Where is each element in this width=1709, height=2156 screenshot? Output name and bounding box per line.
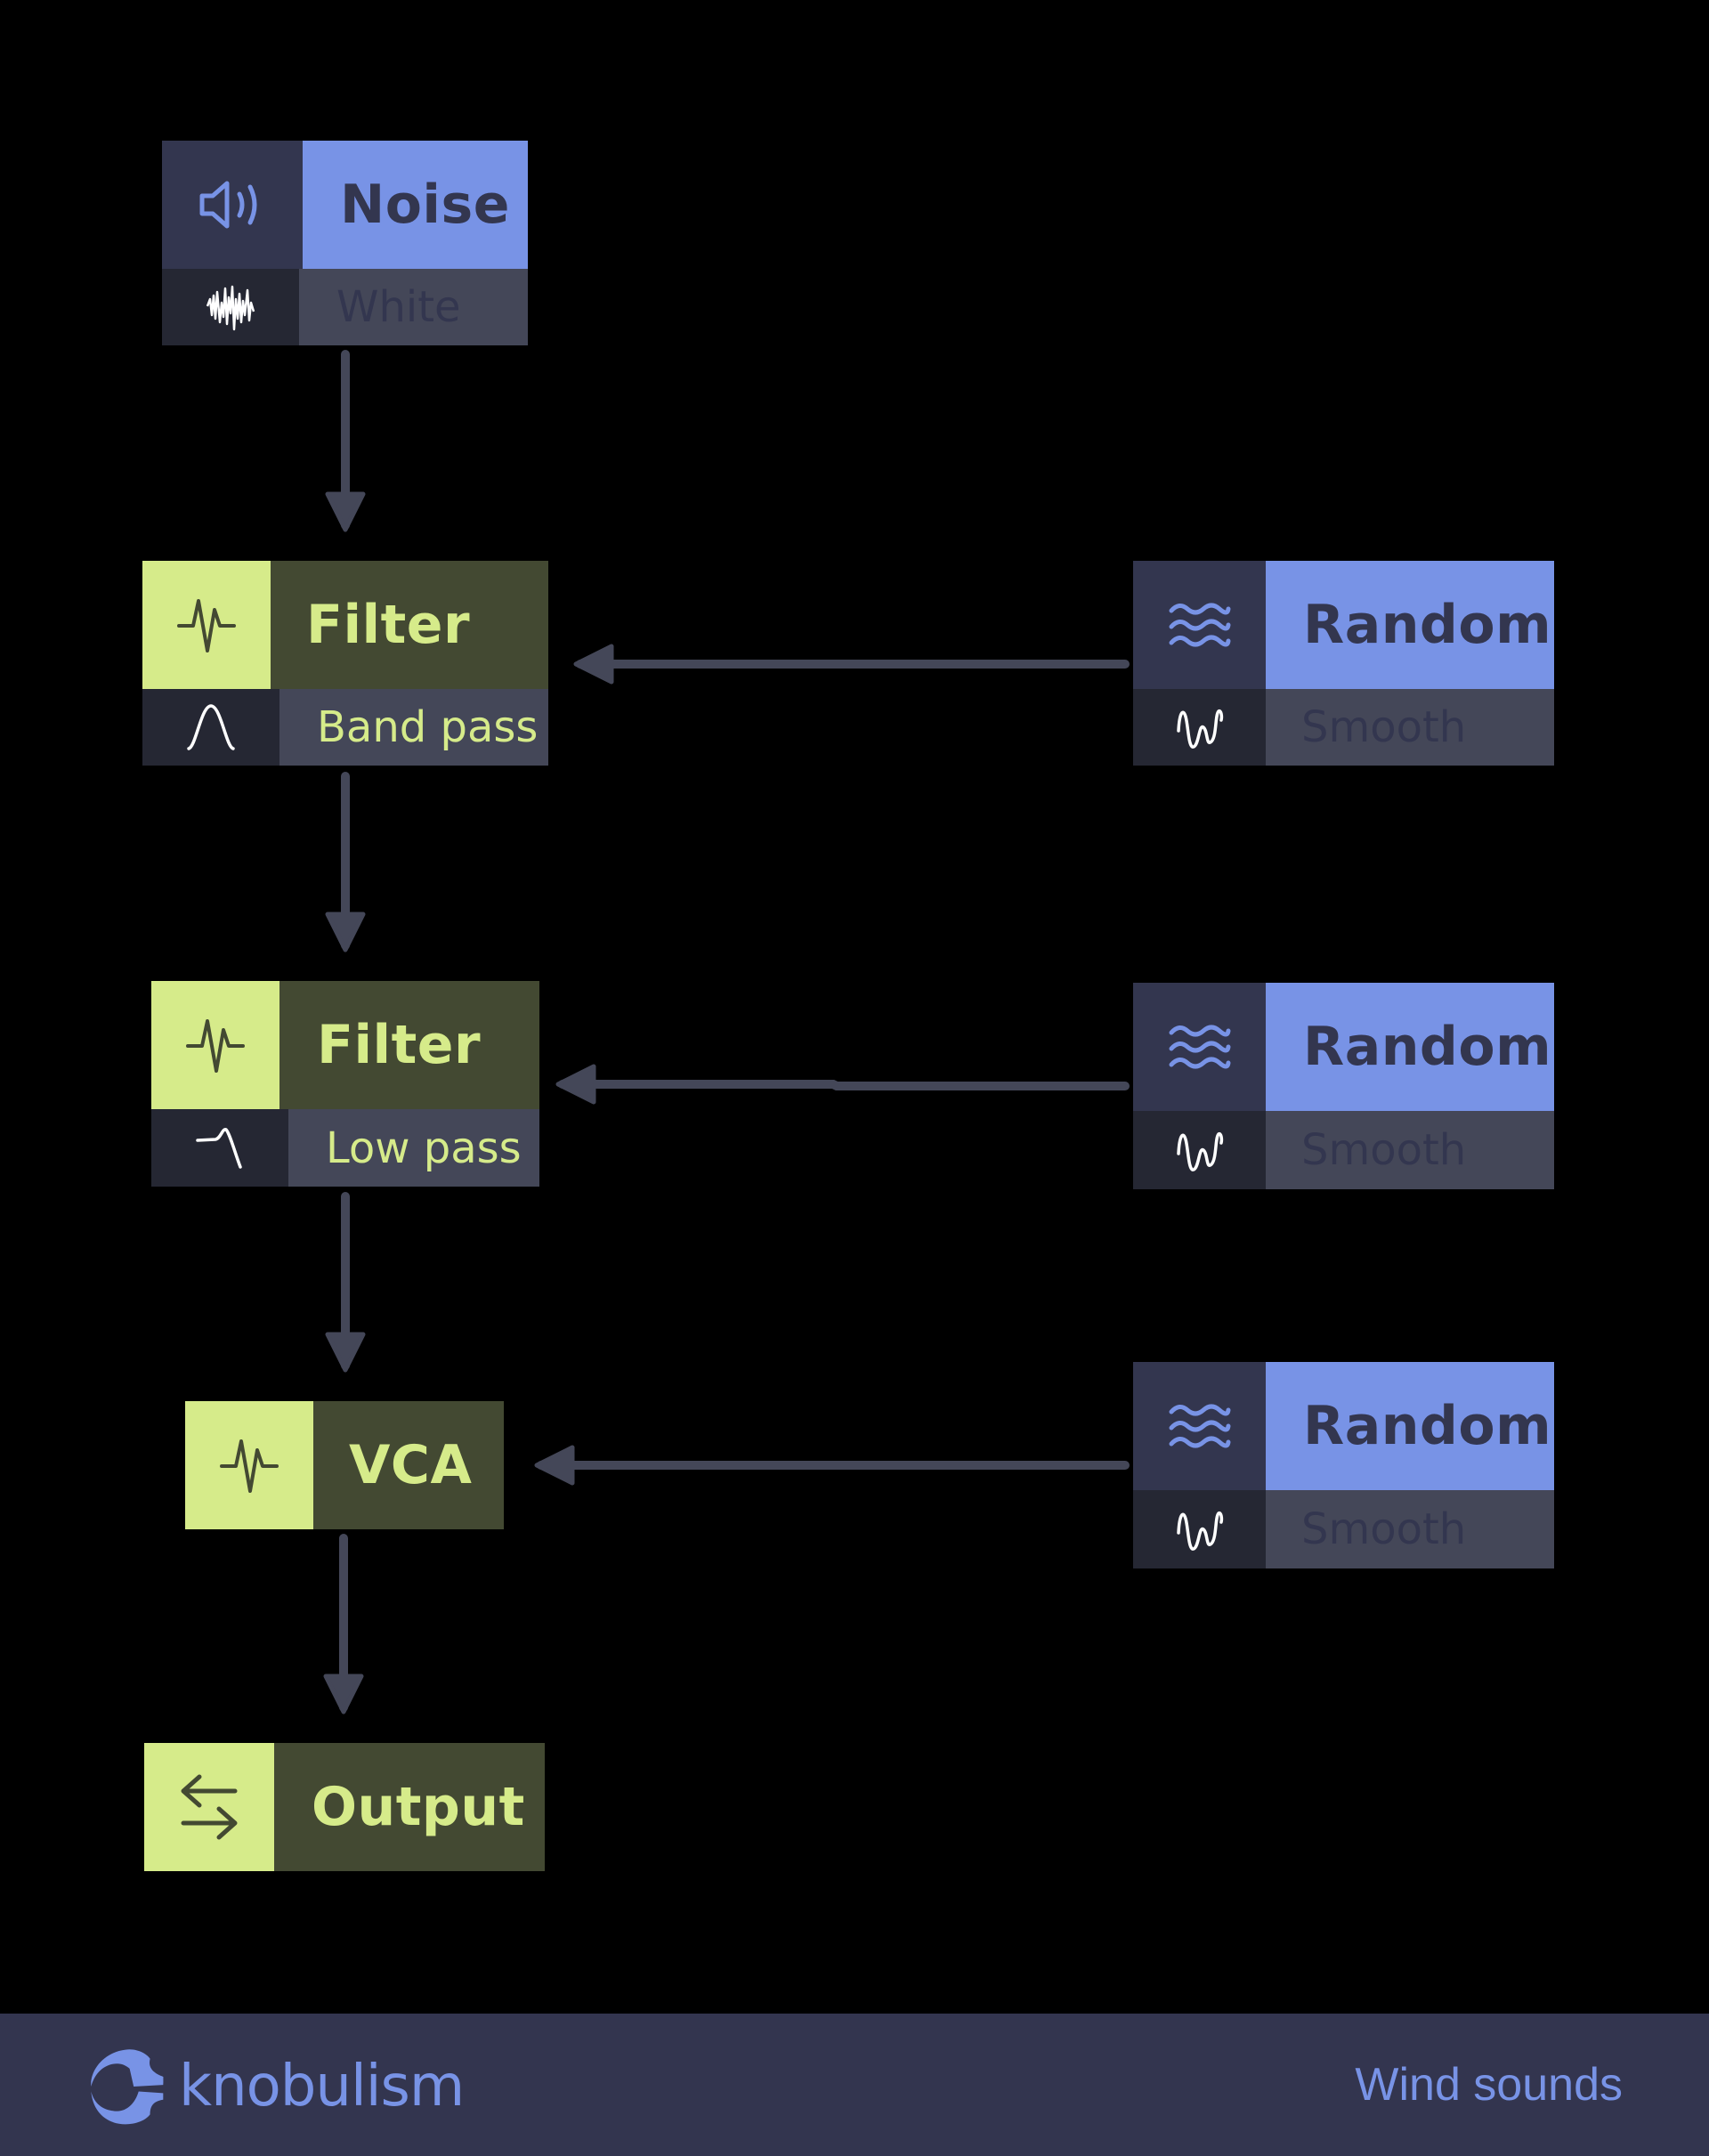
noise-icon-cell <box>162 141 303 269</box>
vca-icon-cell <box>185 1401 313 1529</box>
noise-node[interactable]: Noise White <box>162 141 528 345</box>
patch-name: Wind sounds <box>1355 2059 1623 2111</box>
filter2-node[interactable]: Filter Low pass <box>151 981 539 1187</box>
knob-logo-icon <box>91 2049 164 2125</box>
random3-node[interactable]: Random Smooth <box>1133 1362 1554 1568</box>
pulse-icon <box>177 599 236 652</box>
swap-arrows-icon <box>181 1774 238 1840</box>
filter1-sub-icon-cell <box>142 689 279 766</box>
random3-icon-cell <box>1133 1362 1266 1490</box>
filter1-title: Filter <box>271 561 548 689</box>
random2-node[interactable]: Random Smooth <box>1133 983 1554 1189</box>
random2-subtitle: Smooth <box>1266 1111 1554 1189</box>
wire-random2-to-filter2 <box>555 1064 1130 1105</box>
footer-bar: knobulism Wind sounds <box>0 2014 1709 2156</box>
filter2-sub-icon-cell <box>151 1109 288 1187</box>
low-pass-curve-icon <box>196 1127 242 1169</box>
random1-icon-cell <box>1133 561 1266 689</box>
random1-node[interactable]: Random Smooth <box>1133 561 1554 767</box>
random3-subtitle: Smooth <box>1266 1490 1554 1568</box>
speaker-icon <box>199 181 257 229</box>
pulse-icon <box>220 1439 279 1493</box>
vca-title: VCA <box>313 1401 504 1529</box>
waves-icon <box>1169 1404 1230 1448</box>
output-node[interactable]: Output <box>144 1743 545 1871</box>
random2-icon-cell <box>1133 983 1266 1111</box>
noise-title: Noise <box>303 141 528 269</box>
random1-title: Random <box>1266 561 1554 689</box>
white-noise-icon-cell <box>162 269 299 345</box>
pulse-icon <box>186 1019 245 1073</box>
noise-subtitle: White <box>299 269 528 345</box>
vca-node[interactable]: VCA <box>185 1401 504 1529</box>
smooth-wave-icon <box>1176 1131 1223 1171</box>
waves-icon <box>1169 1025 1230 1069</box>
random3-sub-icon-cell <box>1133 1490 1266 1568</box>
smooth-wave-icon <box>1176 1511 1223 1551</box>
filter2-subtitle: Low pass <box>288 1109 539 1187</box>
white-noise-waveform-icon <box>206 285 255 331</box>
random1-subtitle: Smooth <box>1266 689 1554 766</box>
filter2-title: Filter <box>279 981 539 1109</box>
output-title: Output <box>274 1743 545 1871</box>
random2-title: Random <box>1266 983 1554 1111</box>
filter1-subtitle: Band pass <box>279 689 548 766</box>
random3-title: Random <box>1266 1362 1554 1490</box>
connections-layer <box>323 350 1130 1714</box>
smooth-wave-icon <box>1176 709 1223 749</box>
random1-sub-icon-cell <box>1133 689 1266 766</box>
brand-name: knobulism <box>179 2054 465 2120</box>
band-pass-curve-icon <box>187 704 235 750</box>
waves-icon <box>1169 603 1230 647</box>
output-icon-cell <box>144 1743 274 1871</box>
random2-sub-icon-cell <box>1133 1111 1266 1189</box>
filter1-node[interactable]: Filter Band pass <box>142 561 548 767</box>
brand-logo[interactable]: knobulism <box>85 2046 465 2128</box>
filter1-icon-cell <box>142 561 271 689</box>
filter2-icon-cell <box>151 981 279 1109</box>
